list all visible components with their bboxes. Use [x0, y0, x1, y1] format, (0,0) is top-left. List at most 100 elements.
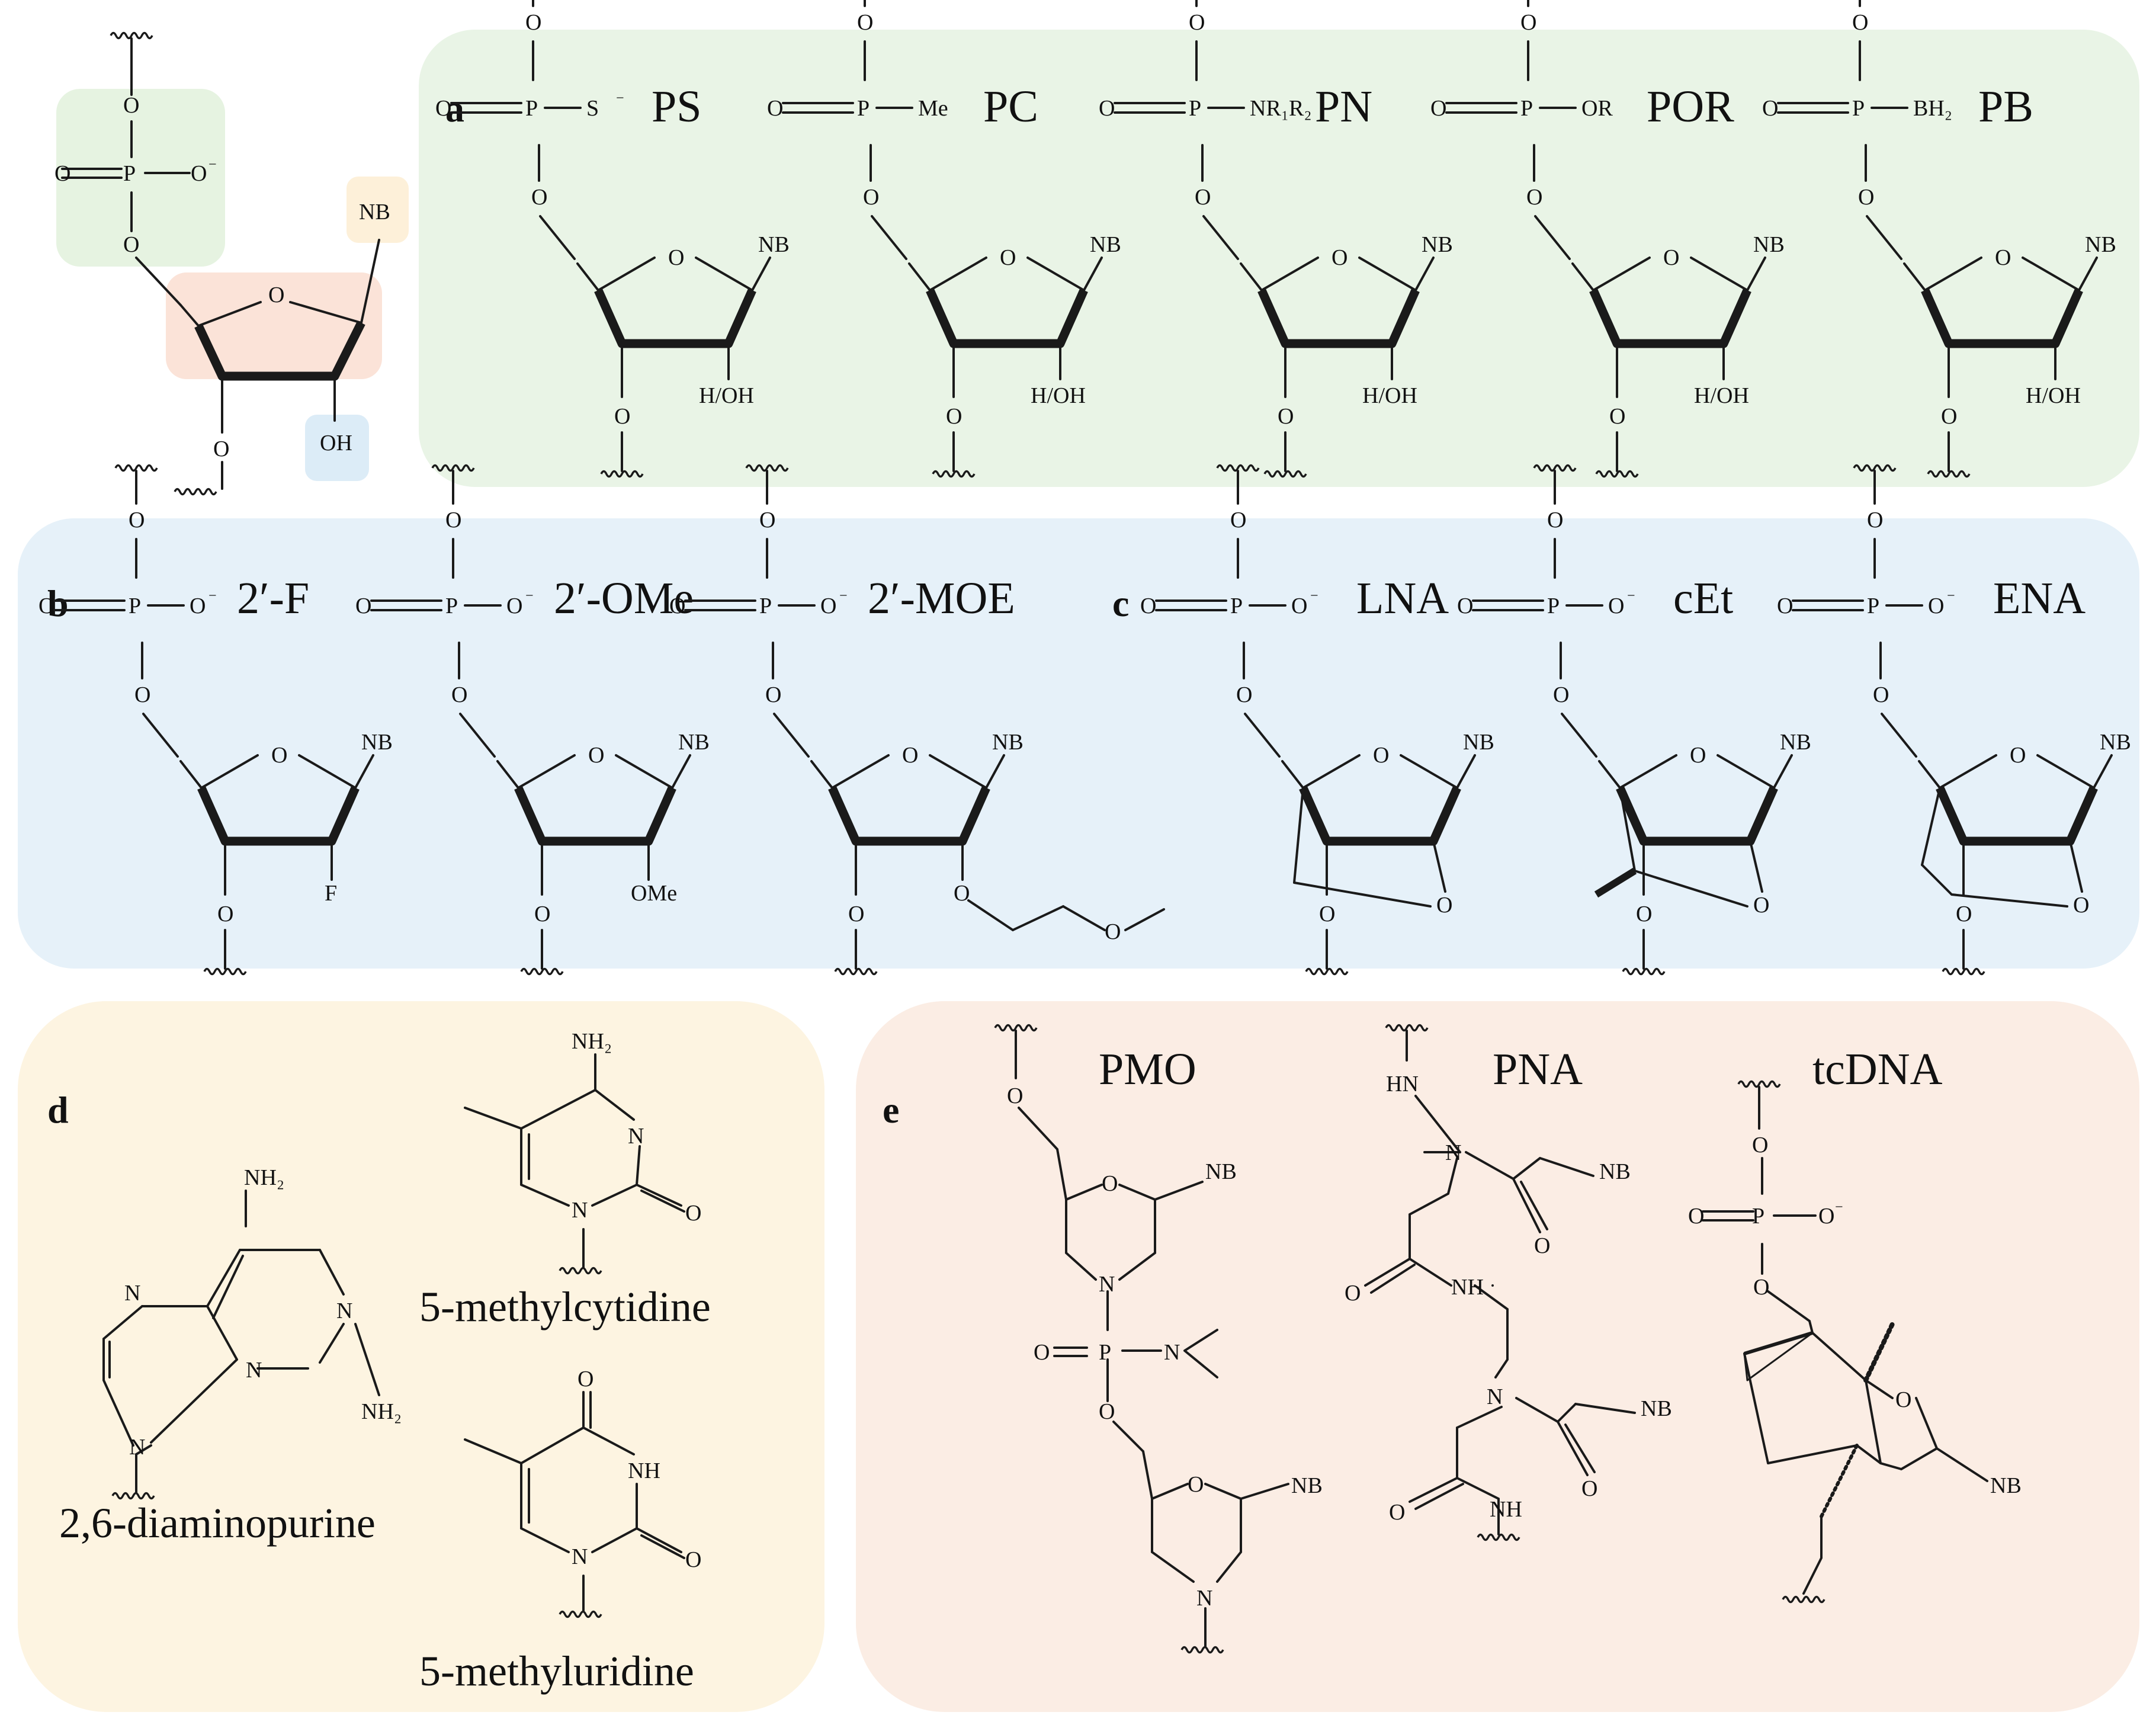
panel-bc-nb-5: NB — [2100, 730, 2131, 755]
panel-bc-o5-5: O — [1873, 682, 1889, 707]
panel-a-p-2: P — [1189, 96, 1201, 121]
panel-bc-nb-2: NB — [992, 730, 1024, 755]
mc-nh2: NH₂ — [572, 1029, 612, 1054]
panel-c-bridge-o-0: O — [1436, 893, 1452, 918]
pna-o3: O — [1581, 1476, 1597, 1501]
panel-bc-ominus-3: O — [1291, 594, 1307, 618]
key-nb: NB — [359, 200, 390, 225]
panel-bc-nb-1: NB — [678, 730, 710, 755]
panel-bc-o1-1: O — [445, 508, 461, 533]
panel-bc-ominus-4: O — [1608, 594, 1624, 618]
mc-label: 5-methylcytidine — [419, 1283, 711, 1331]
mc-n1: N — [572, 1198, 588, 1223]
panel-bc-ringo-3: O — [1373, 743, 1389, 768]
panel-a-o5-4: O — [1858, 185, 1874, 210]
panel-bc-ominus-2: O — [820, 594, 836, 618]
panel-b-ome: OMe — [631, 881, 677, 906]
panel-a-o1-0: O — [525, 10, 541, 35]
panel-bc-minus-2: − — [839, 588, 848, 604]
tcdna-ring-o: O — [1895, 1387, 1911, 1412]
panel-a-p-1: P — [857, 96, 870, 121]
pna-o1: O — [1534, 1233, 1550, 1258]
panel-c-label-1: cEt — [1673, 573, 1733, 623]
panel-bc-minus-4: − — [1627, 588, 1635, 604]
panel-c-label-2: ENA — [1993, 573, 2086, 623]
panel-a-ringo-4: O — [1995, 245, 2011, 270]
panel-d-background — [18, 1001, 824, 1712]
panel-bc-o3-2: O — [848, 902, 864, 926]
key-o1: O — [123, 93, 139, 118]
mc-o: O — [685, 1201, 701, 1226]
panel-a-ringo-3: O — [1663, 245, 1679, 270]
panel-bc-nb-3: NB — [1463, 730, 1494, 755]
pmo-n3: N — [1196, 1586, 1212, 1611]
pmo-n1: N — [1099, 1272, 1115, 1297]
panel-a-p-0: P — [525, 96, 538, 121]
panel-a-o3-3: O — [1609, 404, 1625, 429]
pna-n1: N — [1445, 1140, 1461, 1165]
key-o-dbl: O — [54, 161, 70, 186]
panel-a-sub-4: BH₂ — [1913, 96, 1952, 121]
panel-a-label-0: PS — [652, 82, 702, 132]
methyluridine-structure: O NH N O 5-methyluridine — [419, 1367, 701, 1695]
pmo-o1: O — [1007, 1083, 1023, 1108]
panel-bc-o3-3: O — [1319, 902, 1335, 926]
panel-bc-o3-4: O — [1636, 902, 1652, 926]
pmo-nb1: NB — [1205, 1159, 1237, 1184]
panel-a-odbl-0: O — [435, 96, 451, 121]
panel-bc-p-5: P — [1867, 594, 1879, 618]
pmo-ring-o1: O — [1102, 1171, 1118, 1196]
key-p: P — [123, 161, 136, 186]
pna-structure: PNA HN N NB O O NH N NB O O NH — [1345, 1024, 1672, 1541]
dap-nh2-top: NH₂ — [244, 1165, 284, 1190]
key-o3: O — [213, 437, 229, 461]
panel-c-label-0: LNA — [1356, 573, 1449, 623]
panel-b-f: F — [325, 881, 337, 906]
panel-a-o5-0: O — [531, 185, 547, 210]
key-minus: − — [208, 157, 217, 172]
panel-a-sub-3: OR — [1581, 96, 1613, 121]
dap-n7: N — [124, 1281, 140, 1306]
panel-bc-nb-4: NB — [1780, 730, 1811, 755]
panel-bc-nb-0: NB — [361, 730, 393, 755]
panel-a-o1-3: O — [1520, 10, 1536, 35]
key-o5: O — [123, 232, 139, 257]
pmo-o3: O — [1099, 1399, 1115, 1424]
pna-o2: O — [1345, 1281, 1361, 1306]
panel-bc-ringo-0: O — [271, 743, 287, 768]
panel-a-sub-2: NR₁R₂ — [1250, 96, 1312, 121]
panel-bc-ominus-0: O — [190, 594, 206, 618]
pna-label: PNA — [1493, 1044, 1583, 1094]
panel-bc-odbl-0: O — [38, 594, 54, 618]
panel-b-letter: b — [47, 582, 69, 624]
panel-bc-o5-0: O — [134, 682, 150, 707]
panel-a-label-4: PB — [1978, 82, 2033, 132]
panel-a-h-oh-4: H/OH — [2026, 383, 2081, 408]
panel-c-bridge-o-2: O — [2073, 893, 2089, 918]
dap-nh2-right: NH₂ — [361, 1399, 402, 1424]
panel-bc-minus-1: − — [525, 588, 534, 604]
panel-e-background — [856, 1001, 2139, 1712]
panel-a-o1-4: O — [1852, 10, 1868, 35]
panel-bc-odbl-3: O — [1140, 594, 1156, 618]
panel-a-sub-1: Me — [918, 96, 948, 121]
panel-a-o3-4: O — [1941, 404, 1957, 429]
panel-a-h-oh-1: H/OH — [1031, 383, 1086, 408]
panel-bc-o1-0: O — [129, 508, 145, 533]
panel-b-label-0: 2′-F — [237, 573, 309, 623]
panel-c-letter: c — [1112, 582, 1129, 624]
panel-e-letter: e — [883, 1089, 899, 1131]
diaminopurine-structure: N N N N NH₂ NH₂ 2,6-diaminopurine — [59, 1165, 402, 1547]
key-sugar-highlight — [166, 272, 382, 379]
key-base-highlight — [346, 177, 409, 243]
tcdna-o1: O — [1752, 1133, 1768, 1158]
key-phosphate-highlight — [56, 89, 225, 267]
pna-nb2: NB — [1641, 1396, 1672, 1421]
panel-a-odbl-4: O — [1762, 96, 1778, 121]
panel-a-o3-0: O — [614, 404, 630, 429]
